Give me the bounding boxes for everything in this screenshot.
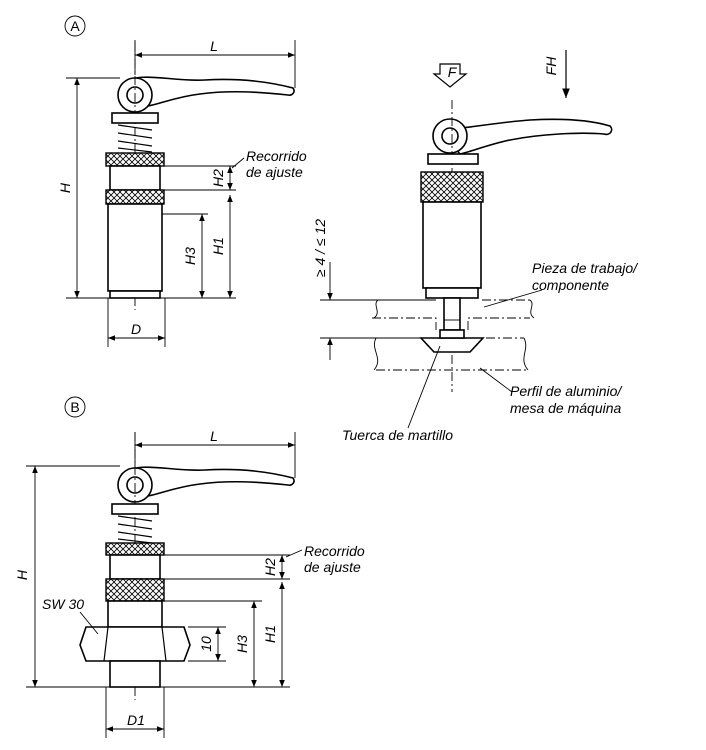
dim-D1: D1 bbox=[127, 712, 145, 728]
clamping-lever-install bbox=[432, 118, 613, 155]
clamping-lever-b bbox=[117, 466, 295, 503]
variant-a-badge-text: A bbox=[70, 18, 80, 34]
dim-H3-b: H3 bbox=[234, 635, 250, 653]
force-arrow-f bbox=[432, 63, 468, 88]
variant-b-badge-text: B bbox=[70, 399, 79, 415]
dim-L-b: L bbox=[210, 428, 218, 444]
dim-L-a: L bbox=[210, 38, 218, 54]
recorrido-b-line1: Recorrido bbox=[304, 543, 365, 559]
variant-a-drawing: A L H H2 bbox=[57, 15, 307, 347]
label-SW30: SW 30 bbox=[42, 596, 84, 612]
variant-a-badge bbox=[64, 15, 86, 37]
pieza-line1: Pieza de trabajo/ bbox=[532, 260, 639, 276]
dim-H-a: H bbox=[57, 182, 73, 193]
perfil-line1: Perfil de aluminio/ bbox=[510, 383, 623, 399]
dim-10: 10 bbox=[198, 636, 214, 652]
label-F: F bbox=[448, 64, 458, 80]
dim-H1-a: H1 bbox=[210, 237, 226, 255]
recorrido-b-line2: de ajuste bbox=[304, 559, 361, 575]
dim-H2-b: H2 bbox=[262, 558, 278, 576]
variant-b-drawing: B L H H2 Recorrido d bbox=[14, 396, 365, 738]
recorrido-a-line1: Recorrido bbox=[246, 148, 307, 164]
label-FH: FH bbox=[543, 56, 559, 76]
recorrido-a-line2: de ajuste bbox=[246, 164, 303, 180]
installation-drawing: F FH ≥ 4 / ≤ bbox=[312, 50, 639, 443]
perfil-line2: mesa de máquina bbox=[510, 400, 622, 416]
dim-H2-a: H2 bbox=[210, 169, 226, 187]
clamping-lever-a bbox=[117, 76, 295, 113]
pieza-line2: componente bbox=[532, 277, 609, 293]
dim-D: D bbox=[131, 321, 141, 337]
dim-H3-a: H3 bbox=[182, 247, 198, 265]
dim-H1-b: H1 bbox=[262, 625, 278, 643]
tuerca-label: Tuerca de martillo bbox=[342, 427, 453, 443]
variant-b-badge bbox=[64, 396, 86, 418]
dim-H-b: H bbox=[14, 569, 30, 580]
range-label: ≥ 4 / ≤ 12 bbox=[312, 219, 328, 277]
